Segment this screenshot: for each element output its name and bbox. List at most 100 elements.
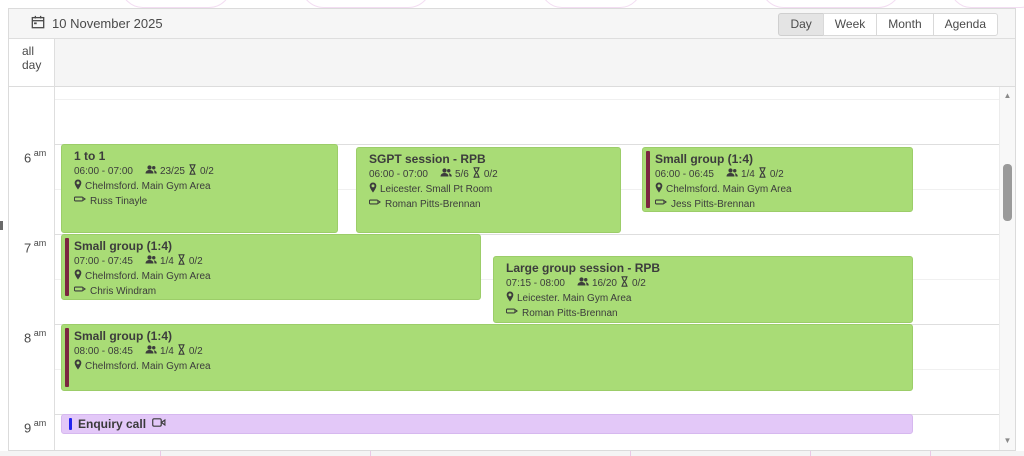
event-attendees: 1/4	[159, 346, 174, 357]
scroll-down-icon[interactable]: ▼	[1003, 436, 1012, 445]
people-icon	[577, 277, 589, 290]
event-waitlist: 0/2	[188, 346, 203, 357]
people-icon	[440, 168, 452, 181]
event-trainer: Chris Windram	[90, 285, 157, 297]
background-strip	[0, 451, 1024, 456]
half-hour-line	[54, 99, 999, 100]
event-time: 06:00 - 07:00	[369, 169, 428, 180]
event-location: Leicester. Main Gym Area	[517, 293, 632, 304]
pin-icon	[74, 179, 82, 194]
background-decoration	[950, 0, 1024, 8]
event-accent-bar	[65, 238, 69, 296]
pin-icon	[655, 182, 663, 197]
time-label-6am: 6 am	[24, 148, 47, 166]
current-date-button[interactable]: 10 November 2025	[31, 9, 163, 38]
view-button-agenda[interactable]: Agenda	[932, 13, 998, 36]
event-location: Chelmsford. Main Gym Area	[85, 361, 211, 372]
tag-icon	[505, 306, 519, 320]
scrollbar-thumb[interactable]	[1003, 164, 1012, 221]
event-time: 08:00 - 08:45	[74, 346, 133, 357]
background-decoration	[120, 0, 232, 8]
hourglass-icon	[758, 167, 767, 182]
event-location: Leicester. Small Pt Room	[380, 184, 493, 195]
background-decoration	[760, 0, 902, 8]
page-edge-artifact	[0, 221, 3, 230]
tag-icon	[73, 284, 87, 298]
people-icon	[145, 165, 157, 178]
current-date-label: 10 November 2025	[52, 16, 163, 31]
event-waitlist: 0/2	[199, 166, 214, 177]
tag-icon	[368, 197, 382, 211]
video-camera-icon	[152, 415, 166, 433]
calendar-icon	[31, 15, 45, 32]
scroll-up-icon[interactable]: ▲	[1003, 91, 1012, 100]
tag-icon	[654, 197, 668, 211]
event-time: 06:00 - 07:00	[74, 166, 133, 177]
pin-icon	[506, 291, 514, 306]
event-title: Small group (1:4)	[74, 329, 173, 343]
hourglass-icon	[188, 164, 197, 179]
tag-icon	[73, 194, 87, 208]
event-attendees: 23/25	[159, 166, 185, 177]
event-title: Large group session - RPB	[506, 261, 661, 275]
event-trainer: Russ Tinayle	[90, 195, 148, 207]
event-title: 1 to 1	[74, 149, 106, 163]
event-attendees: 16/20	[591, 278, 617, 289]
hourglass-icon	[177, 254, 186, 269]
event-title: Small group (1:4)	[74, 239, 173, 253]
time-label-7am: 7 am	[24, 238, 47, 256]
event-attendees: 5/6	[454, 169, 469, 180]
event-waitlist: 0/2	[631, 278, 646, 289]
hour-line	[54, 144, 999, 145]
event-waitlist: 0/2	[188, 256, 203, 267]
view-button-day[interactable]: Day	[778, 13, 824, 36]
all-day-row: all day	[9, 39, 1015, 87]
event-location: Chelmsford. Main Gym Area	[666, 184, 792, 195]
event-title: Enquiry call	[78, 417, 147, 431]
pin-icon	[369, 182, 377, 197]
event-waitlist: 0/2	[483, 169, 498, 180]
event-accent-bar	[646, 151, 650, 208]
pin-icon	[74, 269, 82, 284]
event-large-group-session-rpb[interactable]: Large group session - RPB 07:15 - 08:00 16…	[493, 256, 913, 323]
event-attendees: 1/4	[740, 169, 755, 180]
event-time: 07:15 - 08:00	[506, 278, 565, 289]
event-accent-bar	[69, 418, 72, 430]
event-time: 06:00 - 06:45	[655, 169, 714, 180]
background-decoration	[540, 0, 642, 8]
view-button-month[interactable]: Month	[876, 13, 934, 36]
event-location: Chelmsford. Main Gym Area	[85, 181, 211, 192]
event-location: Chelmsford. Main Gym Area	[85, 271, 211, 282]
hour-line	[54, 234, 999, 235]
people-icon	[145, 345, 157, 358]
event-waitlist: 0/2	[769, 169, 784, 180]
background-decoration	[300, 0, 432, 8]
event-title: SGPT session - RPB	[369, 152, 486, 166]
vertical-scrollbar[interactable]: ▲ ▼	[999, 87, 1015, 450]
all-day-content[interactable]	[54, 39, 1015, 86]
event-trainer: Roman Pitts-Brennan	[385, 198, 481, 210]
event-attendees: 1/4	[159, 256, 174, 267]
people-icon	[145, 255, 157, 268]
event-trainer: Roman Pitts-Brennan	[522, 307, 618, 319]
hourglass-icon	[472, 167, 481, 182]
event-enquiry-call[interactable]: Enquiry call	[61, 414, 913, 434]
hourglass-icon	[177, 344, 186, 359]
all-day-label: all day	[22, 44, 42, 72]
time-column-divider	[54, 39, 55, 450]
view-button-week[interactable]: Week	[822, 13, 878, 36]
event-title: Small group (1:4)	[655, 152, 754, 166]
event-accent-bar	[65, 328, 69, 387]
hourglass-icon	[620, 276, 629, 291]
event-time: 07:00 - 07:45	[74, 256, 133, 267]
time-label-9am: 9 am	[24, 418, 47, 436]
